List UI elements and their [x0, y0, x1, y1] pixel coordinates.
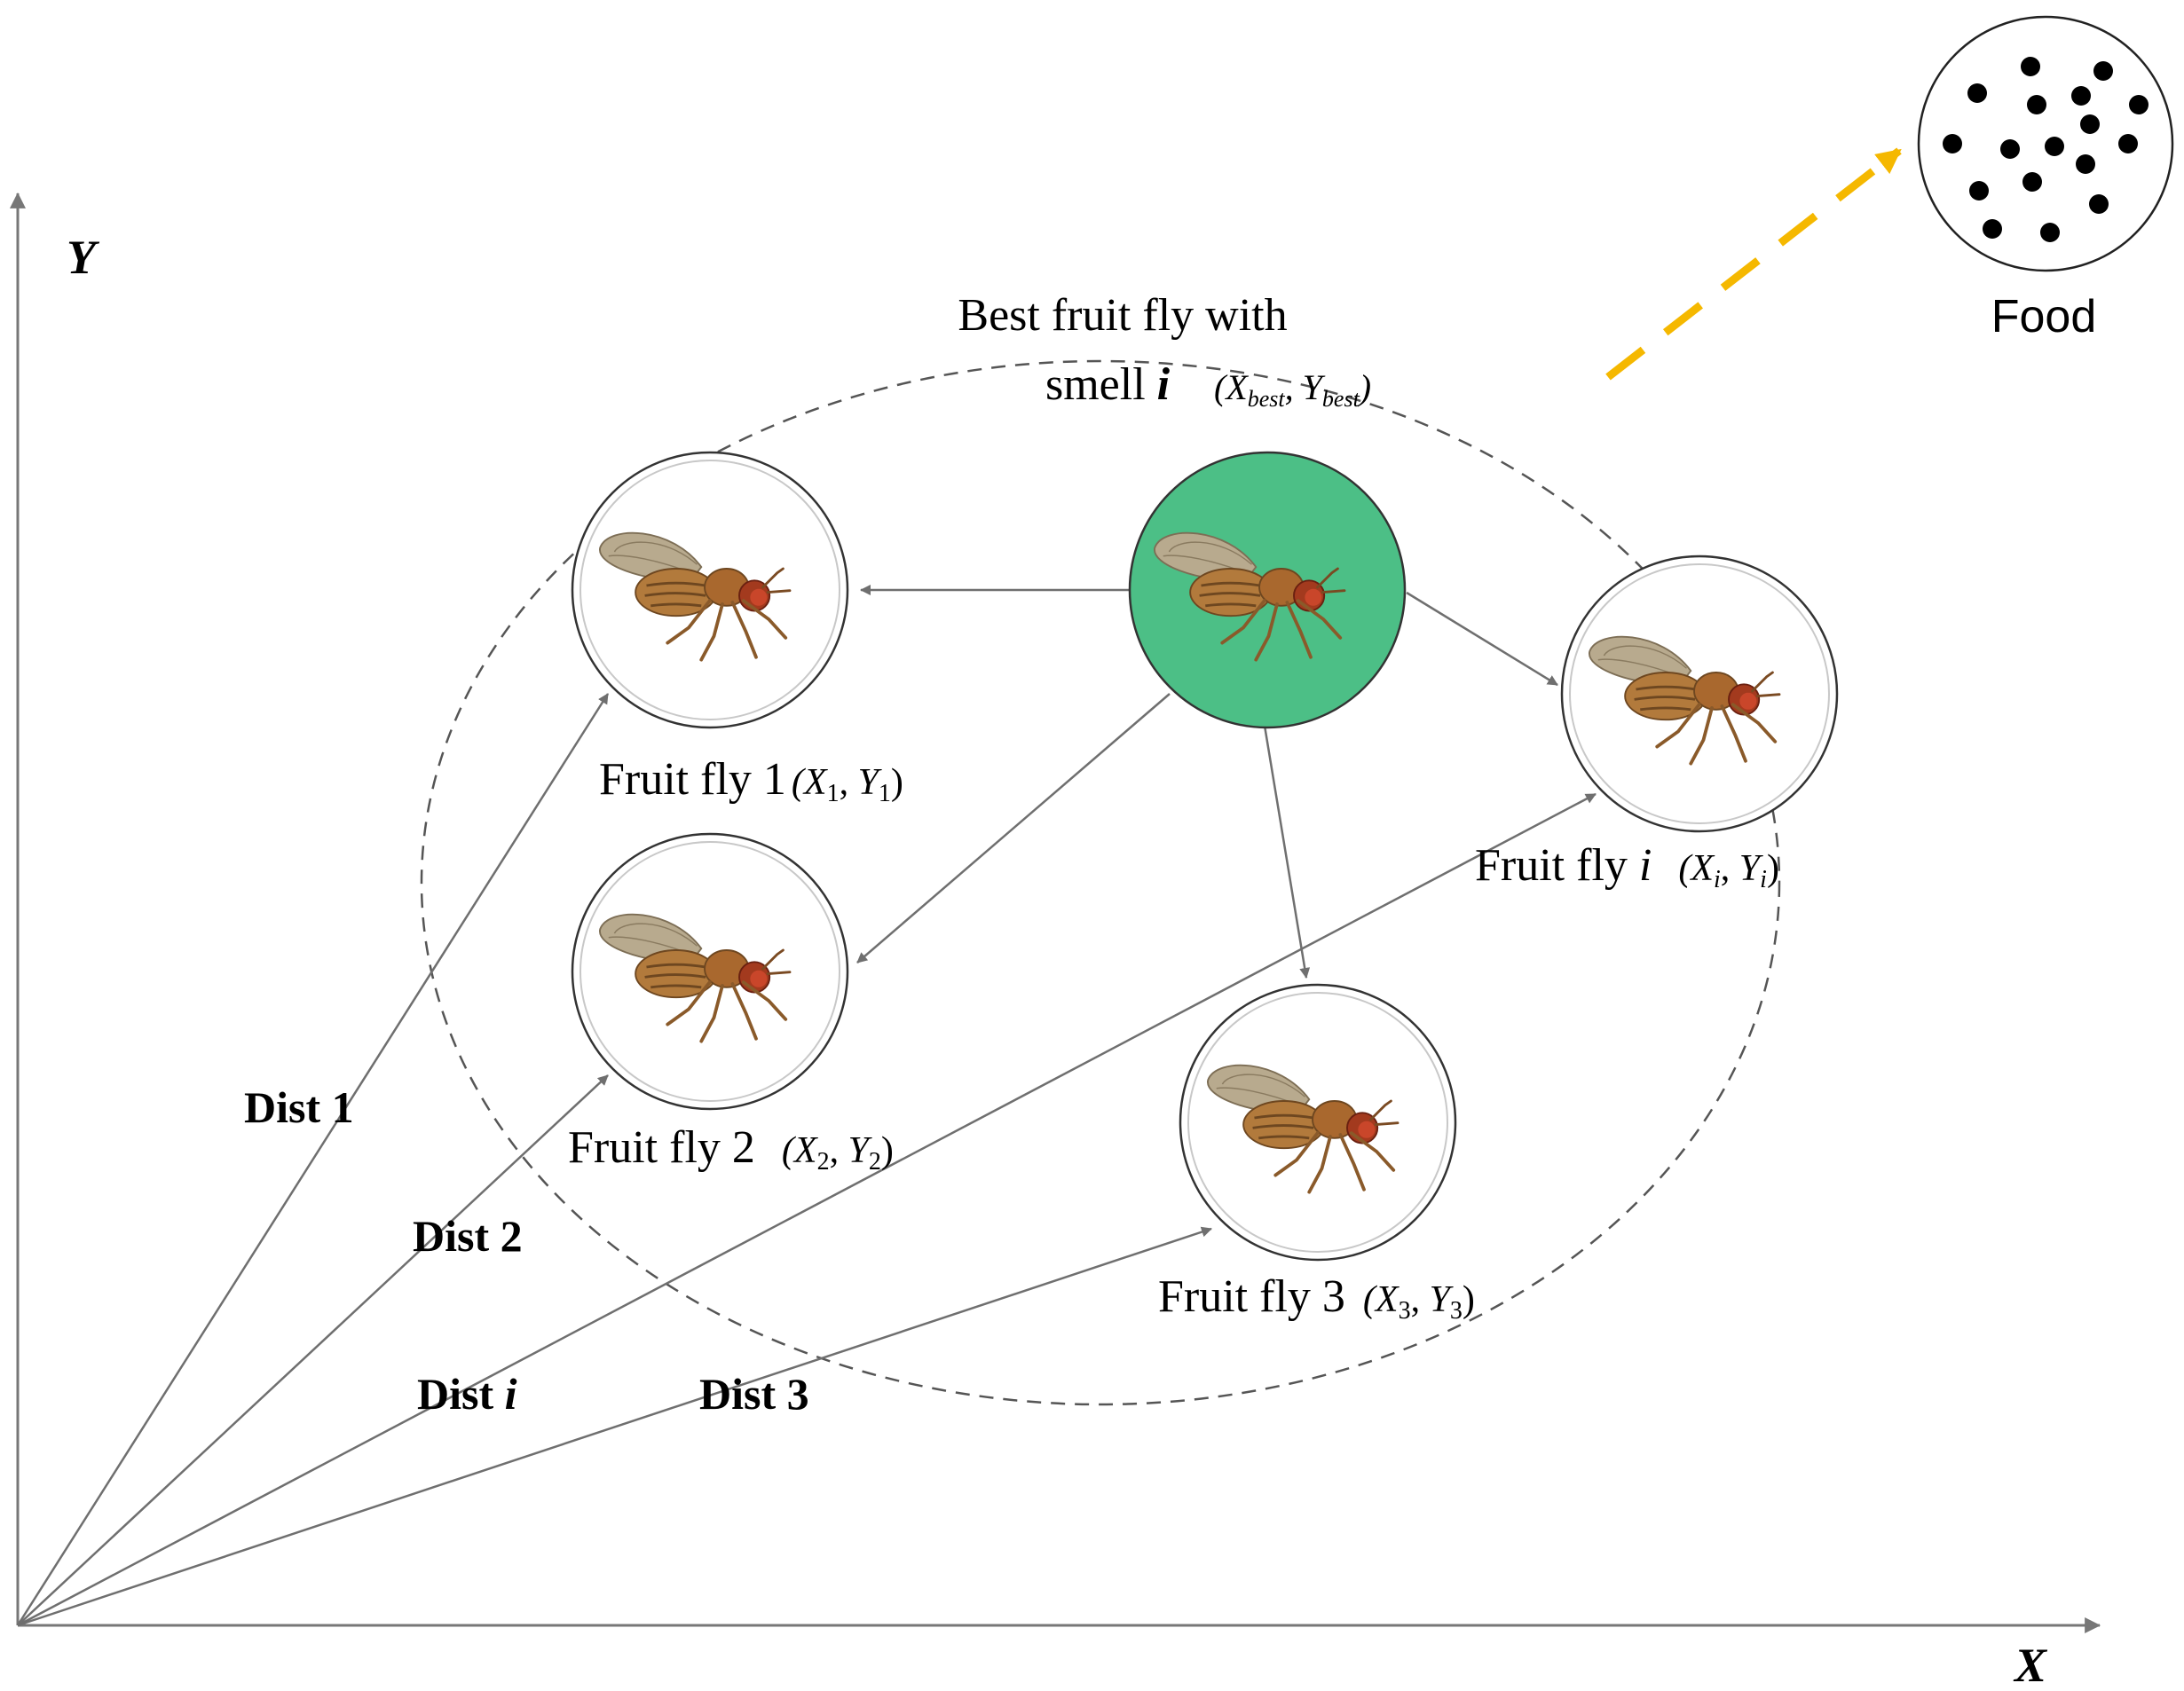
- fruit-fly-1-label: Fruit fly 1(X1, Y1): [599, 754, 903, 807]
- best-to-fly-3-arrow: [1263, 725, 1311, 979]
- dist-2-label: Dist 2: [413, 1211, 523, 1261]
- x-axis-label: X: [2013, 1639, 2048, 1691]
- fruit-fly-3-label: Fruit fly 3(X3, Y3): [1158, 1271, 1475, 1325]
- dist-2-arrow: [17, 1074, 609, 1626]
- fruit-fly-i: [1560, 554, 1839, 833]
- fruit-fly-2-label: Fruit fly 2(X2, Y2): [568, 1122, 894, 1176]
- best-fruit-fly: [1128, 451, 1407, 729]
- swarm-boundary-ellipse: [420, 359, 1781, 1406]
- best-fly-label-line1: Best fruit fly with: [958, 290, 1287, 341]
- dist-i-label: Dist i: [417, 1369, 517, 1419]
- food-direction-arrow: [1605, 147, 1902, 381]
- dist-i-arrow: [17, 792, 1597, 1627]
- dist-1-label: Dist 1: [244, 1082, 354, 1132]
- fruit-fly-i-label: Fruit fly i(Xi, Yi): [1475, 840, 1779, 893]
- food-label: Food: [1991, 291, 2097, 342]
- best-to-fly-2-arrow: [856, 693, 1171, 963]
- food-dots-icon: [1943, 57, 2149, 242]
- dist-3-label: Dist 3: [699, 1369, 809, 1419]
- y-axis-label: Y: [67, 231, 100, 284]
- fruit-fly-1: [571, 451, 849, 729]
- dist-3-arrow: [17, 1226, 1212, 1627]
- dist-1-arrow: [16, 693, 610, 1626]
- best-fly-coordinates: (Xbest, Ybest): [1214, 367, 1371, 412]
- fruit-fly-3: [1179, 983, 1457, 1262]
- fruit-fly-2: [571, 832, 849, 1111]
- best-fly-label-line2: smell i: [1045, 359, 1171, 410]
- best-to-fly-i-arrow: [1406, 591, 1558, 687]
